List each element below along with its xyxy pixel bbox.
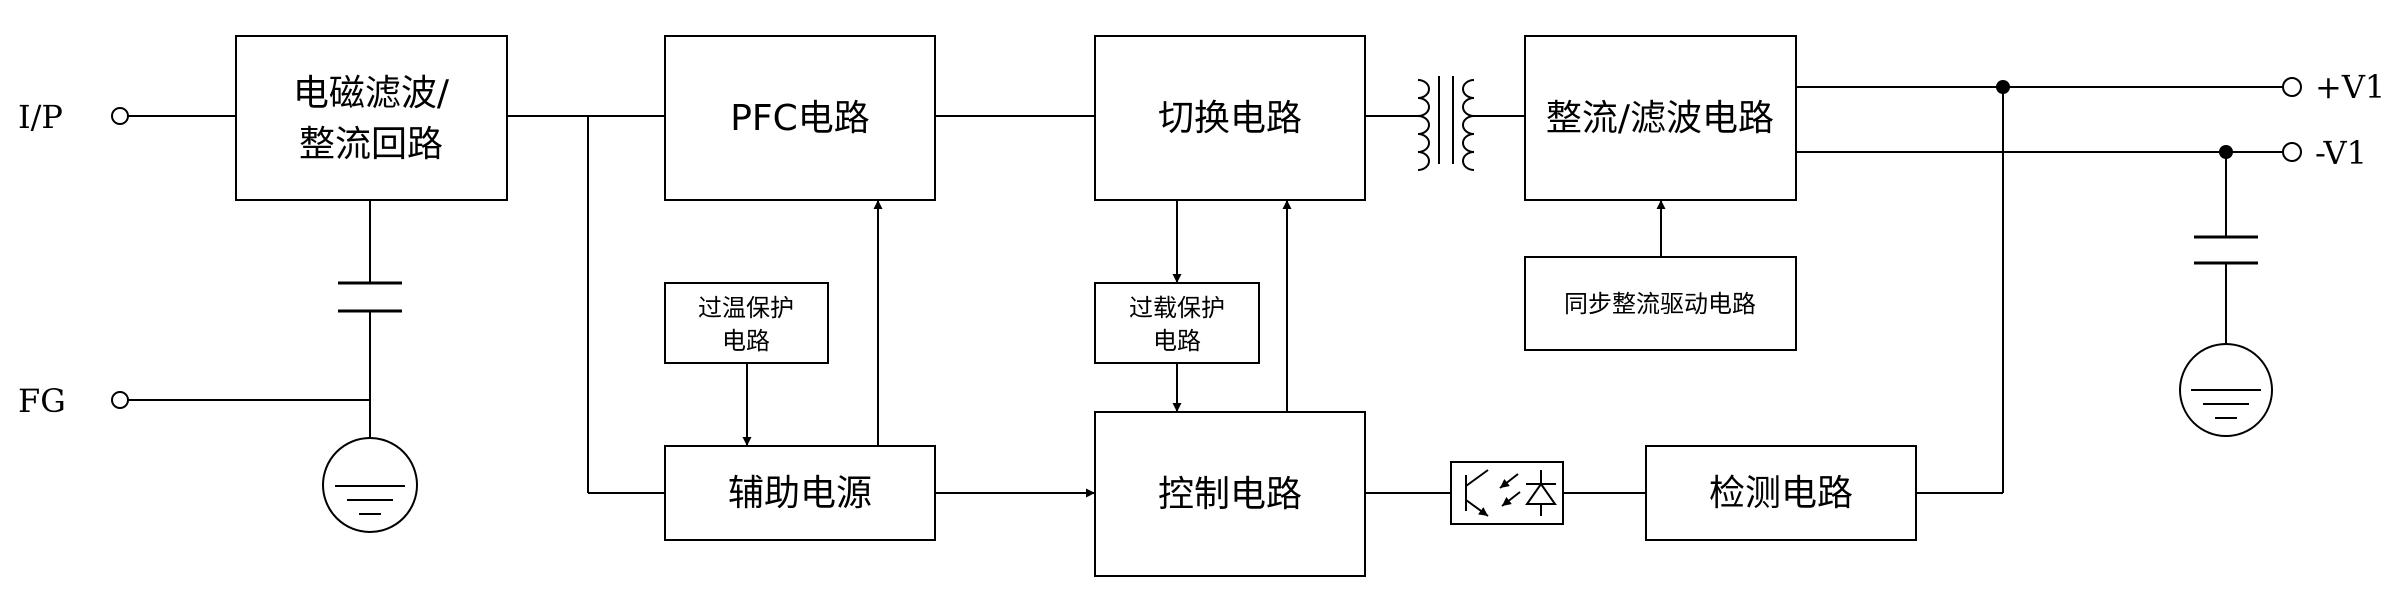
emi-filter-label-line2: 整流回路 (299, 124, 443, 165)
terminal-neg-out (2282, 142, 2302, 162)
over-temp-label-line2: 电路 (722, 327, 770, 355)
control-label: 控制电路 (1158, 474, 1302, 515)
port-ground-label: FG (18, 382, 66, 420)
aux-power-box (664, 445, 936, 541)
rectify-filter-box (1524, 35, 1797, 201)
block-pfc: PFC电路 (664, 35, 936, 201)
block-sync-rect-driver: 同步整流驱动电路 (1524, 256, 1797, 351)
junction-dots (1996, 80, 2233, 159)
detect-label: 检测电路 (1709, 473, 1853, 514)
pfc-label: PFC电路 (730, 98, 870, 139)
block-control: 控制电路 (1094, 411, 1366, 577)
switching-box (1094, 35, 1366, 201)
earth-circle-right (2179, 343, 2273, 437)
over-temp-label-line1: 过温保护 (698, 294, 794, 322)
sync-rect-driver-box (1524, 256, 1797, 351)
port-labels: I/P FG +V1 -V1 (18, 68, 2385, 420)
emi-filter-box (235, 35, 508, 201)
emi-filter-label-line1: 电磁滤波/ (293, 73, 450, 114)
transformer (1417, 76, 1475, 171)
opto-light-ray-1 (1499, 473, 1519, 489)
optocoupler (1450, 461, 1564, 525)
port-neg-out-label: -V1 (2315, 134, 2367, 172)
block-aux-power: 辅助电源 (664, 445, 936, 541)
junction-pos (1996, 80, 2010, 94)
transformer-primary-coil (1417, 79, 1430, 171)
earth-ground-right (2179, 343, 2273, 437)
port-input-label: I/P (18, 98, 63, 136)
rectify-filter-label: 整流/滤波电路 (1546, 98, 1774, 139)
opto-transistor-emitter (1465, 499, 1489, 517)
arrows (742, 200, 1666, 498)
port-pos-out-label: +V1 (2315, 68, 2385, 106)
overload-label-line1: 过载保护 (1129, 294, 1225, 322)
over-temp-box (664, 282, 829, 364)
earth-circle-left (322, 437, 418, 533)
terminal-ground (111, 391, 129, 409)
block-overload: 过载保护 电路 (1094, 282, 1260, 364)
overload-label-line2: 电路 (1153, 327, 1201, 355)
terminal-input (111, 107, 129, 125)
block-emi-filter: 电磁滤波/ 整流回路 (235, 35, 508, 201)
terminal-pos-out (2282, 77, 2302, 97)
opto-transistor-collector (1465, 469, 1489, 487)
block-switching: 切换电路 (1094, 35, 1366, 201)
terminals (111, 77, 2302, 409)
detect-box (1645, 445, 1917, 541)
control-box (1094, 411, 1366, 577)
block-rectify-filter: 整流/滤波电路 (1524, 35, 1797, 201)
aux-power-label: 辅助电源 (728, 473, 872, 514)
overload-box (1094, 282, 1260, 364)
transformer-secondary-coil (1462, 79, 1475, 171)
sync-rect-driver-label: 同步整流驱动电路 (1564, 290, 1756, 318)
pfc-box (664, 35, 936, 201)
opto-light-ray-2 (1501, 491, 1521, 507)
earth-ground-left (322, 437, 418, 533)
switching-label: 切换电路 (1158, 98, 1302, 139)
optocoupler-box (1450, 461, 1564, 525)
block-detect: 检测电路 (1645, 445, 1917, 541)
wires (128, 86, 2282, 494)
block-over-temp: 过温保护 电路 (664, 282, 829, 364)
junction-neg (2219, 145, 2233, 159)
